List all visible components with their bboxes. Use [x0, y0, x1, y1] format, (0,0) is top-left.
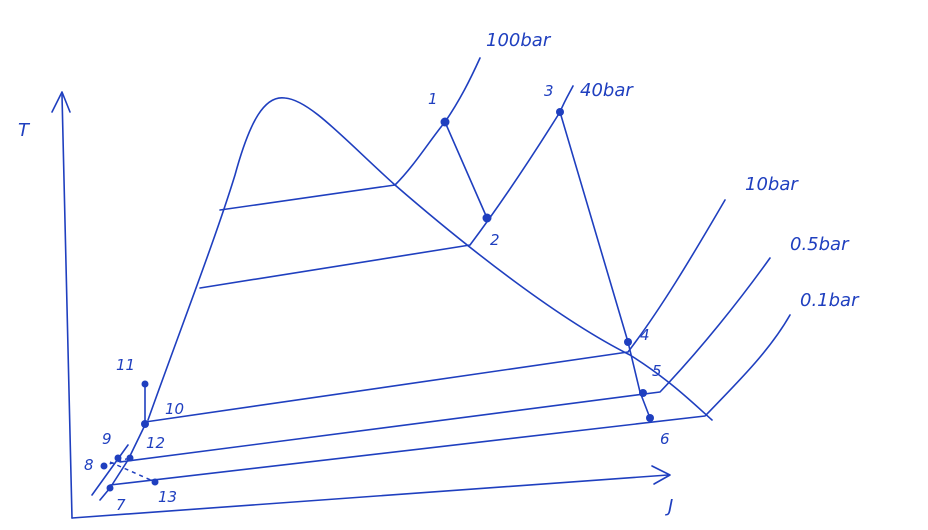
label-point-1: 1 — [428, 90, 438, 108]
isobar-05bar — [119, 257, 771, 463]
label-isobar-100bar: 100bar — [486, 30, 552, 51]
state-point-5 — [639, 389, 647, 397]
state-point-4 — [624, 338, 632, 346]
label-point-8: 8 — [84, 456, 94, 474]
isobar-100bar — [219, 57, 481, 211]
label-point-3: 3 — [544, 82, 554, 100]
label-isobar-01bar: 0.1bar — [800, 290, 860, 311]
label-point-4: 4 — [640, 326, 650, 344]
entropy-axis-arrow — [651, 465, 671, 485]
label-isobar-05bar: 0.5bar — [790, 234, 850, 255]
label-point-13: 13 — [158, 488, 177, 506]
isobar-01bar — [109, 314, 791, 486]
dashed-pump-line — [101, 457, 131, 467]
isobar-40bar — [199, 85, 574, 289]
label-point-6: 6 — [660, 430, 670, 448]
label-point-12: 12 — [146, 434, 165, 452]
label-point-5: 5 — [652, 362, 662, 380]
label-isobar-10bar: 10bar — [745, 174, 799, 195]
liquid-branch-line — [91, 444, 129, 496]
temperature-axis-label: T — [18, 120, 31, 141]
state-point-3 — [556, 108, 564, 116]
state-point-9 — [114, 454, 122, 462]
label-point-7: 7 — [116, 496, 126, 514]
state-point-13 — [151, 478, 159, 486]
temperature-axis-arrow — [51, 91, 71, 113]
state-point-7 — [106, 484, 114, 492]
state-point-10 — [141, 420, 149, 428]
label-point-9: 9 — [102, 430, 112, 448]
entropy-axis — [71, 474, 669, 519]
state-point-6 — [646, 414, 654, 422]
state-point-12 — [126, 454, 134, 462]
state-point-2 — [482, 213, 492, 223]
temperature-axis — [61, 94, 73, 519]
state-point-1 — [440, 117, 450, 127]
state-point-8 — [100, 462, 108, 470]
label-point-10: 10 — [165, 400, 184, 418]
state-point-11 — [141, 380, 149, 388]
expansion-3-6 — [559, 111, 651, 419]
label-isobar-40bar: 40bar — [580, 80, 634, 101]
expansion-1-2 — [444, 121, 488, 219]
label-point-11: 11 — [116, 356, 135, 374]
saturation-dome — [147, 97, 713, 421]
entropy-axis-label: J — [665, 496, 673, 517]
isobar-10bar — [144, 199, 726, 423]
dashed-mixing-line — [109, 461, 156, 483]
label-point-2: 2 — [490, 231, 500, 249]
